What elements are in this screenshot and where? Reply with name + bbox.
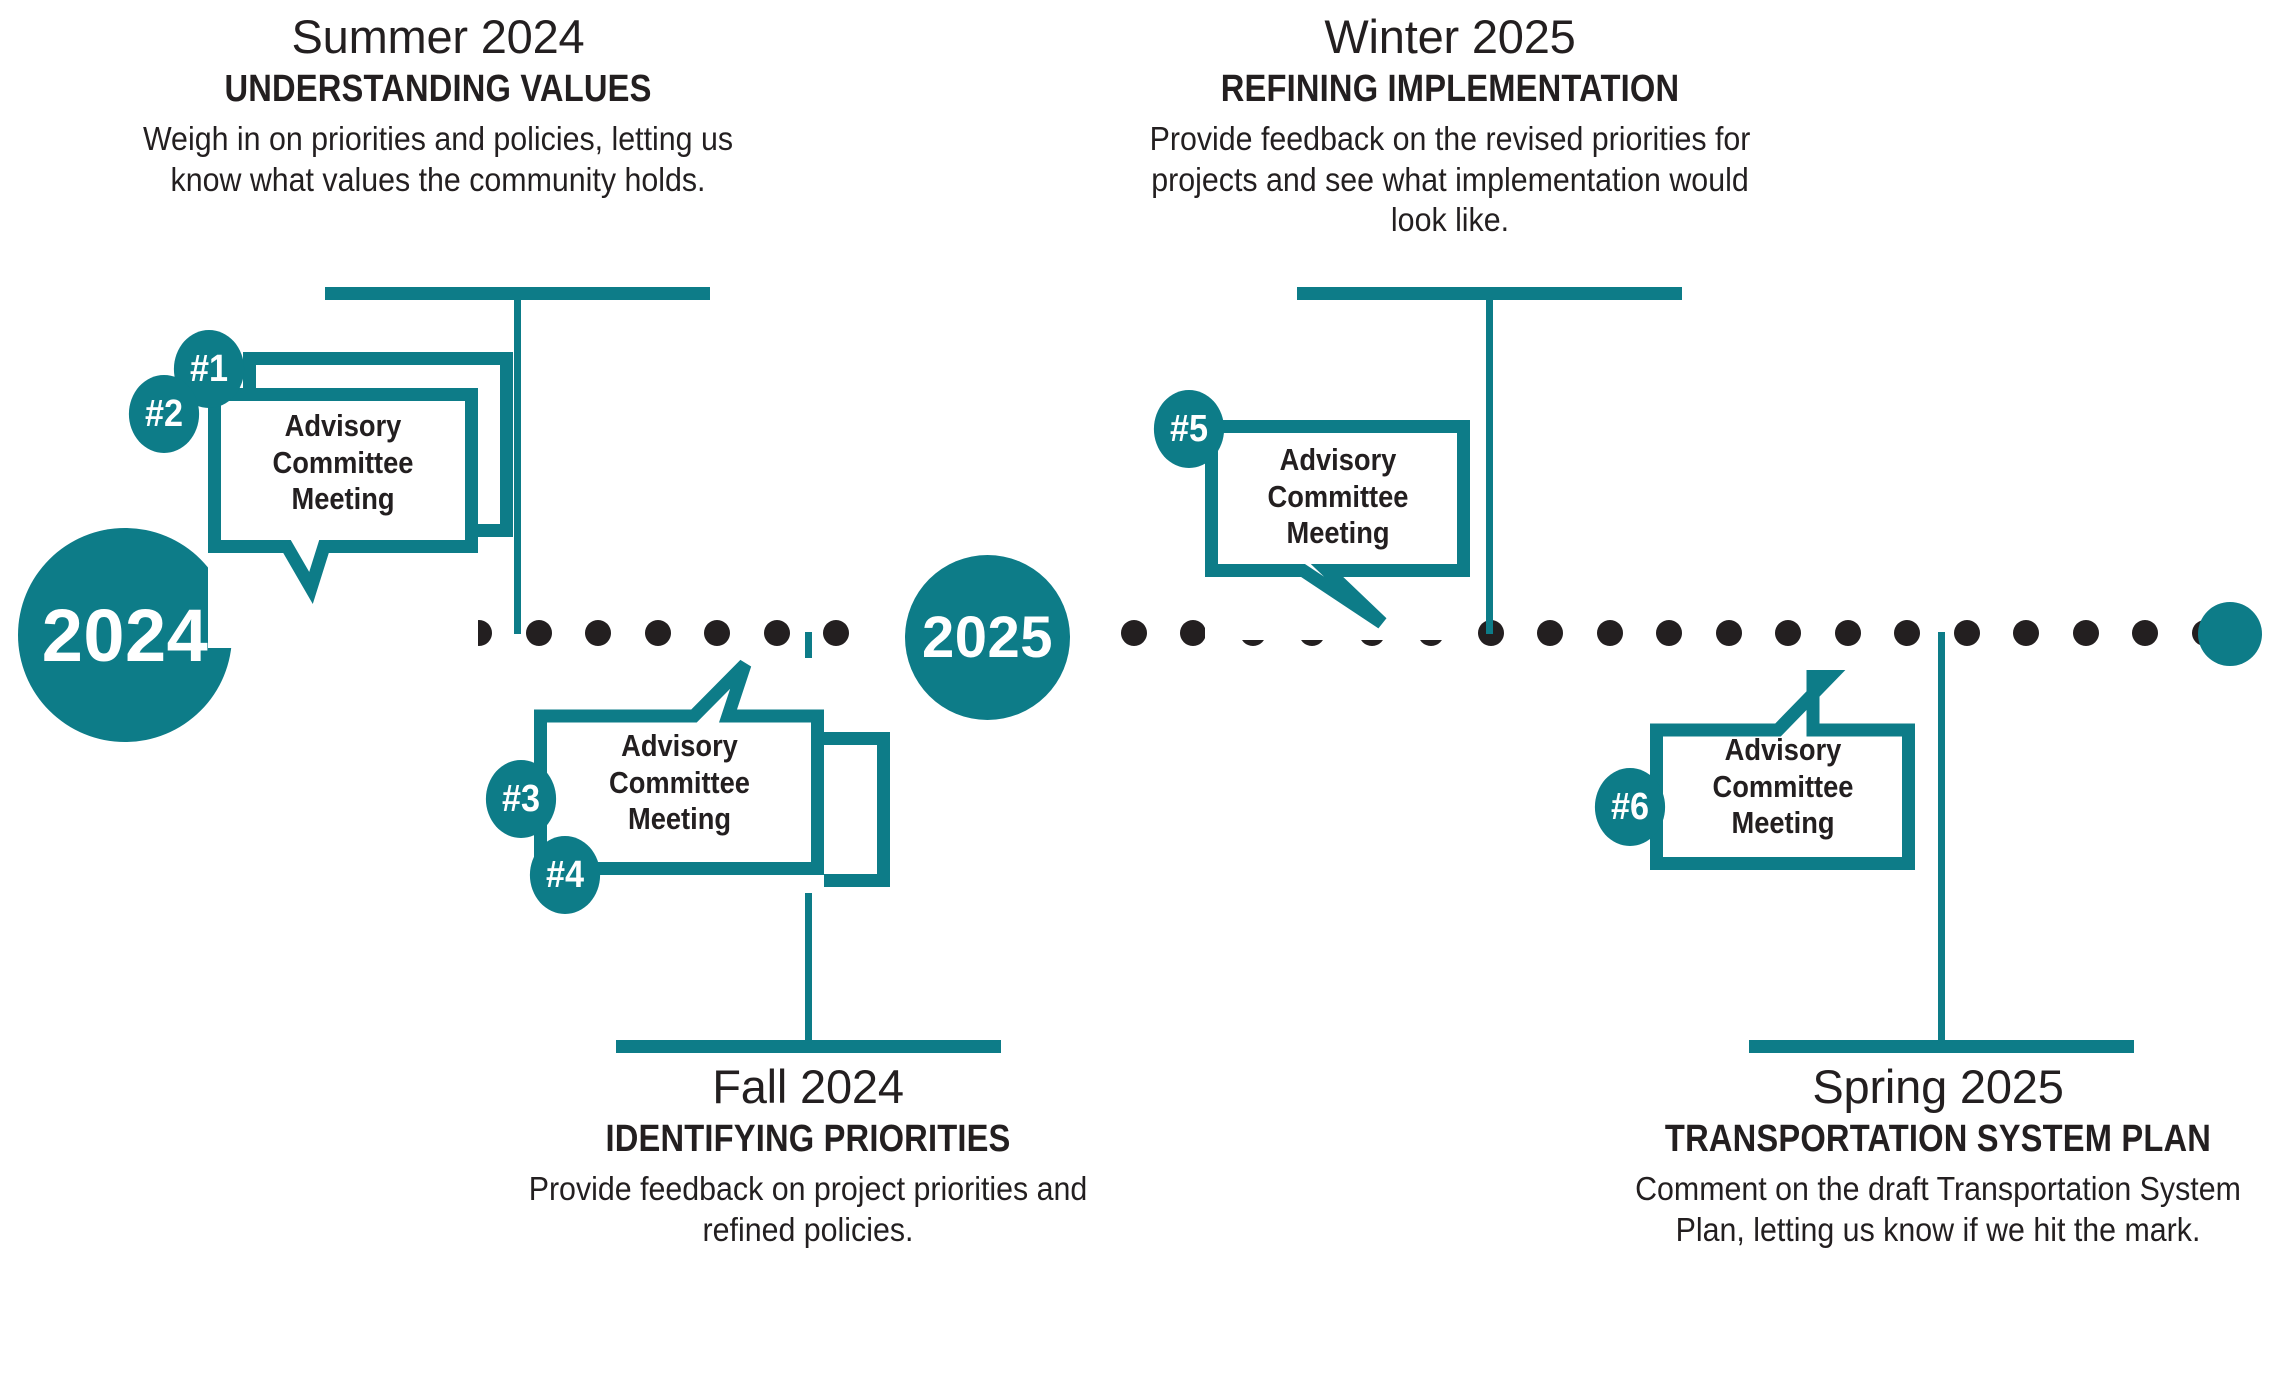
timeline-dot [645, 620, 671, 646]
milestone-spring-2025-description: Comment on the draft Transportation Syst… [1635, 1170, 2241, 1248]
timeline-dot [823, 620, 849, 646]
meeting-marker-1[interactable]: #2 [128, 375, 200, 453]
meeting-marker-6-label: #6 [1610, 785, 1650, 828]
timeline-dot [1954, 620, 1980, 646]
milestone-spring-2025-season: Spring 2025 [1812, 1060, 2064, 1113]
timeline-dot [704, 620, 730, 646]
meeting-marker-2-label: #1 [189, 347, 229, 390]
milestone-fall-2024-phase: IDENTIFYING PRIORITIES [605, 1118, 1011, 1161]
milestone-fall-2024-season: Fall 2024 [712, 1060, 904, 1113]
connector-bar-spring-2025 [1749, 1040, 2134, 1053]
meeting-marker-5-label: #5 [1169, 407, 1209, 450]
meeting-bubble-group-5: Advisory Committee Meeting #5 [1150, 390, 1480, 640]
milestone-fall-2024: Fall 2024 IDENTIFYING PRIORITIES Provide… [458, 1062, 1158, 1250]
connector-stem-spring-2025 [1938, 632, 1945, 1042]
milestone-spring-2025-phase: TRANSPORTATION SYSTEM PLAN [1664, 1118, 2212, 1161]
timeline-dot [1597, 620, 1623, 646]
timeline-end-cap [2198, 602, 2262, 666]
milestone-summer-2024-description: Weigh in on priorities and policies, let… [142, 120, 734, 198]
meeting-bubble-front-1 [208, 388, 478, 648]
meeting-marker-5[interactable]: #5 [1153, 390, 1225, 468]
timeline-dot [1180, 620, 1206, 646]
milestone-summer-2024: Summer 2024 UNDERSTANDING VALUES Weigh i… [88, 12, 788, 200]
milestone-winter-2025-phase: REFINING IMPLEMENTATION [1220, 68, 1680, 111]
connector-stem-summer-2024 [514, 294, 521, 634]
year-marker-2024: 2024 [18, 528, 232, 742]
year-marker-2024-label: 2024 [41, 593, 209, 677]
connector-bar-summer-2024 [325, 287, 710, 300]
timeline-dot [1121, 620, 1147, 646]
milestone-fall-2024-description: Provide feedback on project priorities a… [528, 1170, 1088, 1248]
timeline-dot [2013, 620, 2039, 646]
meeting-bubble-group-6: Advisory Committee Meeting #6 [1594, 650, 1925, 910]
meeting-marker-4[interactable]: #4 [529, 836, 601, 914]
timeline-dot [1537, 620, 1563, 646]
milestone-winter-2025: Winter 2025 REFINING IMPLEMENTATION Prov… [1110, 12, 1790, 241]
year-marker-2025-label: 2025 [921, 605, 1054, 670]
connector-bar-winter-2025 [1297, 287, 1682, 300]
milestone-spring-2025: Spring 2025 TRANSPORTATION SYSTEM PLAN C… [1588, 1062, 2276, 1250]
timeline-dot [585, 620, 611, 646]
meeting-marker-1-label: #2 [144, 392, 184, 435]
milestone-winter-2025-season: Winter 2025 [1324, 10, 1576, 63]
timeline-dot [526, 620, 552, 646]
connector-stem-winter-2025 [1486, 294, 1493, 634]
milestone-summer-2024-season: Summer 2024 [291, 10, 585, 63]
timeline-dot [1716, 620, 1742, 646]
timeline-dot [1775, 620, 1801, 646]
meeting-bubble-group-3-4: Advisory Committee Meeting #3 #4 [485, 640, 890, 970]
meeting-marker-3[interactable]: #3 [485, 760, 557, 838]
timeline-dot [2073, 620, 2099, 646]
timeline-dot [2132, 620, 2158, 646]
meeting-bubble-front-6 [1650, 670, 1915, 870]
meeting-marker-3-label: #3 [501, 777, 541, 820]
milestone-winter-2025-description: Provide feedback on the revised prioriti… [1149, 120, 1751, 239]
meeting-marker-4-label: #4 [545, 853, 585, 896]
timeline-dot [1835, 620, 1861, 646]
timeline-dot [1656, 620, 1682, 646]
milestone-summer-2024-phase: UNDERSTANDING VALUES [224, 68, 652, 111]
meeting-bubble-group-1-2: Advisory Committee Meeting #1 #2 [128, 330, 550, 660]
meeting-marker-6[interactable]: #6 [1594, 768, 1666, 846]
year-marker-2025: 2025 [905, 555, 1070, 720]
connector-bar-fall-2024 [616, 1040, 1001, 1053]
meeting-bubble-front-5 [1205, 420, 1470, 640]
timeline-dot [764, 620, 790, 646]
timeline-dot [1894, 620, 1920, 646]
